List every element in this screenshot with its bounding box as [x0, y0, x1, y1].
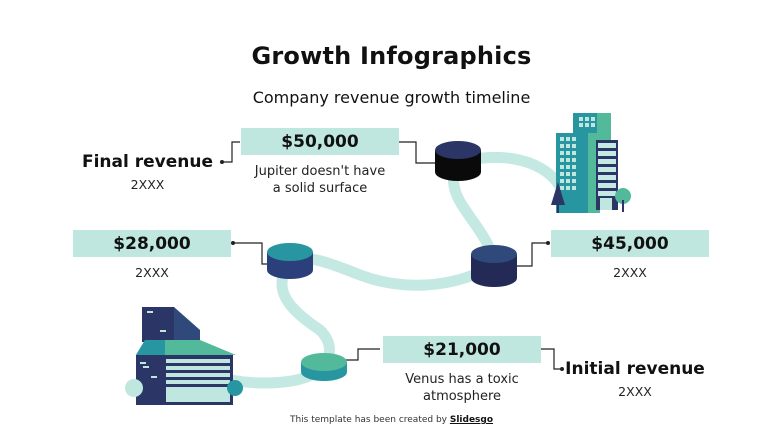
- footer-prefix: This template has been created by: [289, 415, 450, 425]
- cylinder-final-icon: [435, 141, 481, 181]
- amount-box-initial: $21,000: [383, 336, 541, 363]
- timeline-path: [224, 151, 571, 389]
- note-initial-line1: Venus has a toxic: [405, 372, 519, 387]
- note-final: Jupiter doesn't have a solid surface: [235, 163, 405, 197]
- connector-lines: [222, 141, 562, 370]
- amount-box-28k: $28,000: [73, 230, 231, 257]
- connector-dots: [220, 160, 564, 371]
- year-45k: 2XXX: [613, 265, 647, 280]
- cylinder-45k-icon: [471, 245, 517, 287]
- cylinder-28k-icon: [267, 243, 313, 279]
- year-final: 2XXX: [130, 177, 165, 192]
- label-initial-revenue: Initial revenue: [565, 359, 705, 379]
- page-subtitle: Company revenue growth timeline: [252, 88, 531, 107]
- cylinder-initial-icon: [301, 353, 347, 381]
- amount-box-final: $50,000: [241, 128, 399, 155]
- label-final-revenue: Final revenue: [81, 152, 214, 172]
- amount-box-45k: $45,000: [551, 230, 709, 257]
- footer-credit: This template has been created by Slides…: [0, 415, 783, 425]
- skyscraper-icon: [551, 113, 631, 213]
- warehouse-icon: [125, 307, 243, 405]
- note-initial-line2: atmosphere: [423, 389, 501, 404]
- page-title: Growth Infographics: [251, 42, 532, 70]
- note-final-line2: a solid surface: [272, 181, 368, 196]
- year-28k: 2XXX: [135, 265, 169, 280]
- year-initial: 2XXX: [618, 384, 652, 399]
- note-initial: Venus has a toxic atmosphere: [377, 371, 547, 405]
- slidesgo-link[interactable]: Slidesgo: [449, 415, 494, 425]
- note-final-line1: Jupiter doesn't have: [254, 164, 386, 179]
